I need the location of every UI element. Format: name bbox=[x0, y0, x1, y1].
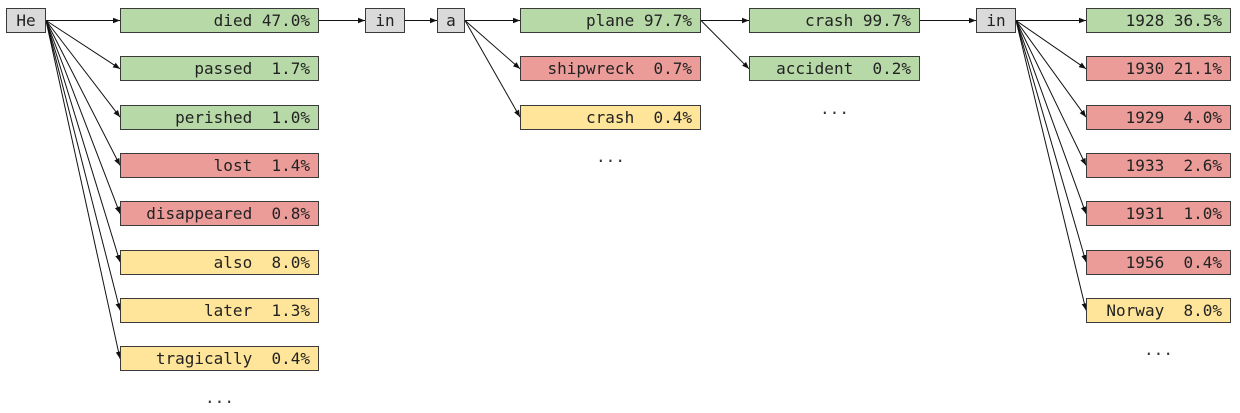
candidate-arrow bbox=[45, 20, 121, 214]
candidate-box: 1928 36.5% bbox=[1086, 8, 1231, 33]
candidate-box: passed 1.7% bbox=[120, 56, 319, 82]
candidate-arrow bbox=[45, 20, 121, 311]
more-candidates-ellipsis: ... bbox=[596, 146, 625, 166]
candidate-arrow bbox=[1015, 20, 1087, 118]
candidate-box: disappeared 0.8% bbox=[120, 201, 319, 227]
candidate-box: tragically 0.4% bbox=[120, 346, 319, 372]
candidate-box: crash 0.4% bbox=[520, 104, 701, 130]
candidate-box: crash 99.7% bbox=[749, 8, 920, 33]
candidate-box: plane 97.7% bbox=[520, 8, 701, 33]
candidate-box: accident 0.2% bbox=[749, 56, 920, 82]
prefix-token-box: in bbox=[976, 8, 1016, 33]
candidate-arrow bbox=[45, 20, 121, 70]
candidate-box: shipwreck 0.7% bbox=[520, 56, 701, 82]
more-candidates-ellipsis: ... bbox=[1144, 340, 1173, 360]
candidate-box: 1929 4.0% bbox=[1086, 104, 1231, 130]
prefix-token-box: in bbox=[365, 8, 405, 33]
more-candidates-ellipsis: ... bbox=[205, 388, 234, 408]
candidate-box: perished 1.0% bbox=[120, 104, 319, 130]
prefix-token-box: a bbox=[437, 8, 465, 33]
candidate-arrow bbox=[45, 20, 121, 166]
candidate-arrow bbox=[1015, 20, 1088, 311]
candidate-arrow bbox=[45, 20, 121, 263]
candidate-arrow bbox=[1015, 20, 1087, 70]
candidate-arrow bbox=[1015, 20, 1087, 214]
candidate-box: later 1.3% bbox=[120, 297, 319, 323]
candidate-box: 1956 0.4% bbox=[1086, 249, 1231, 275]
prefix-token-box: He bbox=[6, 8, 46, 33]
candidate-box: died 47.0% bbox=[120, 8, 319, 33]
candidate-box: also 8.0% bbox=[120, 249, 319, 275]
candidate-box: 1930 21.1% bbox=[1086, 56, 1231, 82]
candidate-box: lost 1.4% bbox=[120, 152, 319, 178]
candidate-arrow bbox=[1015, 20, 1087, 166]
candidate-arrow bbox=[1015, 20, 1087, 263]
candidate-arrow bbox=[464, 20, 521, 70]
candidate-arrow bbox=[45, 20, 122, 359]
more-candidates-ellipsis: ... bbox=[820, 98, 849, 118]
candidate-arrow bbox=[700, 20, 750, 70]
candidate-box: 1931 1.0% bbox=[1086, 201, 1231, 227]
candidate-box: Norway 8.0% bbox=[1086, 297, 1231, 323]
candidate-arrow bbox=[45, 20, 121, 118]
candidate-box: 1933 2.6% bbox=[1086, 152, 1231, 178]
candidate-arrow bbox=[464, 20, 521, 118]
